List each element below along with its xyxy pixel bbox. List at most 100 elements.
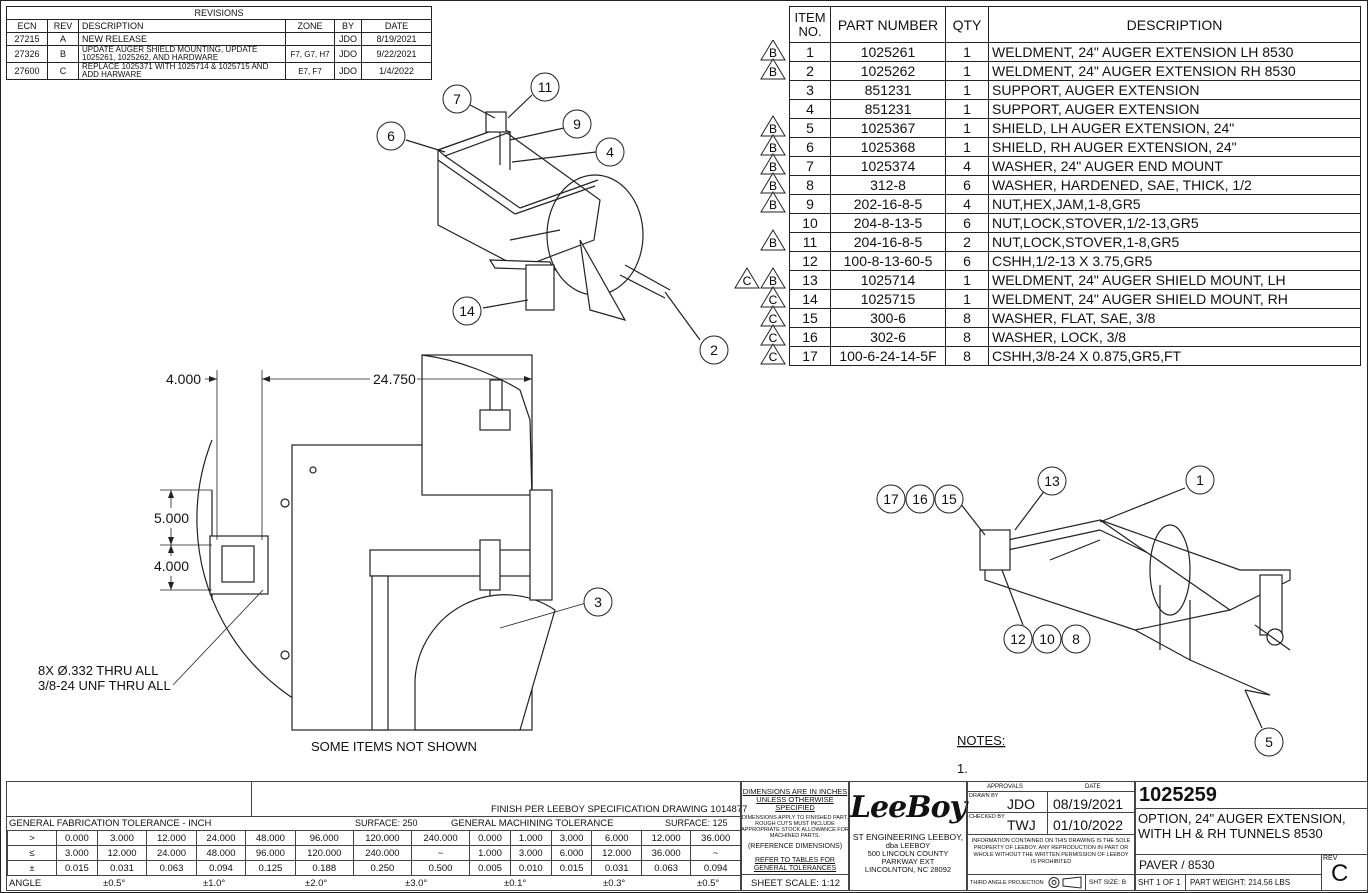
angle-tolerance: ±1.0° (203, 878, 226, 889)
balloon-label: 10 (1039, 631, 1055, 647)
bom-part-number: 851231 (830, 99, 946, 119)
drawing-number: 1025259 (1139, 784, 1217, 806)
bom-part-number: 1025368 (830, 137, 946, 157)
drawing-views: 7 11 9 4 6 14 2 3 17 16 15 13 1 12 10 8 … (38, 72, 1291, 776)
dim-note-5: REFER TO TABLES FOR GENERAL TOLERANCES (753, 857, 837, 872)
tolerance-cell: 12.000 (640, 830, 692, 846)
tolerance-cell: 6.000 (591, 830, 642, 846)
mach-tolerance-title: GENERAL MACHINING TOLERANCE (451, 818, 614, 829)
balloon-label: 6 (387, 128, 395, 144)
balloon-label: 12 (1010, 631, 1026, 647)
checked-by: TWJ (1007, 817, 1036, 833)
view-caption: SOME ITEMS NOT SHOWN (311, 739, 477, 754)
model: PAVER / 8530 (1139, 858, 1215, 872)
revision-flag-label: C (769, 312, 778, 326)
bom-part-number: 202-16-8-5 (830, 194, 946, 214)
tolerance-cell: 0.125 (245, 860, 296, 876)
drawn-by: JDO (1007, 796, 1035, 812)
tolerance-cell: 120.000 (294, 845, 354, 861)
balloon-10 (1032, 624, 1062, 654)
surface-fab: SURFACE: 250 (355, 818, 418, 828)
company-line-4: PARKWAY EXT (881, 857, 935, 866)
tolerance-cell: ~ (690, 845, 741, 861)
drawn-date: 08/19/2021 (1053, 796, 1124, 812)
drawn-by-label: DRAWN BY (969, 793, 999, 799)
tolerance-cell: 120.000 (352, 830, 412, 846)
tolerance-cell: 48.000 (245, 830, 296, 846)
bom-description: WELDMENT, 24" AUGER EXTENSION LH 8530 (988, 42, 1361, 62)
sheet-number: SHT 1 OF 1 (1138, 878, 1181, 887)
tolerance-cell: ~ (410, 845, 471, 861)
bom-part-number: 100-6-24-14-5F (830, 346, 946, 366)
finish-spec: FINISH PER LEEBOY SPECIFICATION DRAWING … (491, 804, 748, 815)
balloon-1 (1185, 465, 1215, 495)
balloon-label: 17 (883, 491, 899, 507)
bom-part-number: 300-6 (830, 308, 946, 328)
tolerance-block: FINISH PER LEEBOY SPECIFICATION DRAWING … (6, 781, 747, 891)
angle-row: ±0.5°±1.0°±2.0°±3.0°±0.1°±0.3°±0.5° (7, 878, 741, 890)
balloon-8 (1061, 624, 1091, 654)
rev-label: REV (1323, 855, 1338, 862)
balloon-2 (699, 335, 729, 365)
proprietary-notice: INFORMATION CONTAINED ON THIS DRAWING IS… (971, 838, 1131, 865)
iso-view-lh (979, 519, 1291, 696)
balloon-label: 16 (912, 491, 928, 507)
revision-flag-label: B (769, 179, 777, 193)
tolerance-cell: 3.000 (56, 845, 98, 861)
tolerance-cell: 3.000 (509, 845, 552, 861)
notes-title: NOTES: (957, 733, 1005, 748)
bom-description: SUPPORT, AUGER EXTENSION (988, 80, 1361, 100)
balloon-5 (1254, 727, 1284, 757)
company-line-3: 500 LINCOLN COUNTY (867, 849, 949, 858)
bom-part-number: 1025367 (830, 118, 946, 138)
tolerance-cell: 96.000 (294, 830, 354, 846)
bom-part-number: 1025374 (830, 156, 946, 176)
tolerance-cell: 0.031 (96, 860, 148, 876)
revision-flag-icon: B (760, 58, 786, 80)
rev-letter: C (47, 62, 79, 80)
angle-label: ANGLE (9, 878, 42, 889)
bom-header-item: ITEM NO. (789, 6, 831, 43)
approvals-title: APPROVALS (987, 784, 1023, 790)
angle-tolerance: ±0.5° (697, 878, 720, 889)
revision-flag-label: C (743, 274, 752, 288)
dim-note-1: DIMENSIONS ARE IN INCHES (742, 787, 848, 796)
approvals-date-header: DATE (1085, 784, 1101, 790)
sheet-scale: SHEET SCALE: 1:12 (751, 878, 841, 889)
company-line-5: LINCOLNTON, NC 28092 (864, 865, 952, 874)
title-block: 1025259 OPTION, 24" AUGER EXTENSION, WIT… (1134, 781, 1368, 891)
bom-header-qty: QTY (945, 6, 989, 43)
rev-desc: REPLACE 1025371 WITH 1025714 & 1025715 A… (78, 62, 286, 80)
bom-part-number: 1025261 (830, 42, 946, 62)
tolerance-cell: 0.094 (195, 860, 247, 876)
dim-note-3: DIMENSIONS APPLY TO FINISHED PART. ROUGH… (741, 815, 849, 839)
balloon-label: 7 (453, 91, 461, 107)
revision-flag-icon: C (734, 267, 760, 289)
angle-tolerance: ±0.5° (103, 878, 126, 889)
balloon-12 (1003, 624, 1033, 654)
revision-flag-label: B (769, 141, 777, 155)
part-weight: PART WEIGHT: 214.56 LBS (1190, 878, 1291, 887)
balloon-6 (376, 121, 406, 151)
balloon-label: 8 (1072, 631, 1080, 647)
front-view (196, 354, 556, 731)
tolerance-cell: 1.000 (509, 830, 552, 846)
revision-row: 27326 B UPDATE AUGER SHIELD MOUNTING, UP… (6, 45, 432, 63)
drawing-title: OPTION, 24" AUGER EXTENSION, WITH LH & R… (1138, 811, 1346, 841)
rev-by: JDO (334, 62, 362, 80)
revision-flag-icon: B (760, 191, 786, 213)
angle-tolerance: ±0.1° (504, 878, 527, 889)
company-block: LeeBoy ST ENGINEERING LEEBOY, dba LEEBOY… (848, 781, 968, 891)
bom-description: WASHER, 24" AUGER END MOUNT (988, 156, 1361, 176)
balloon-17 (876, 484, 906, 514)
dim-4000-horizontal: 4.000 (166, 371, 201, 387)
revision-flag-label: B (769, 65, 777, 79)
